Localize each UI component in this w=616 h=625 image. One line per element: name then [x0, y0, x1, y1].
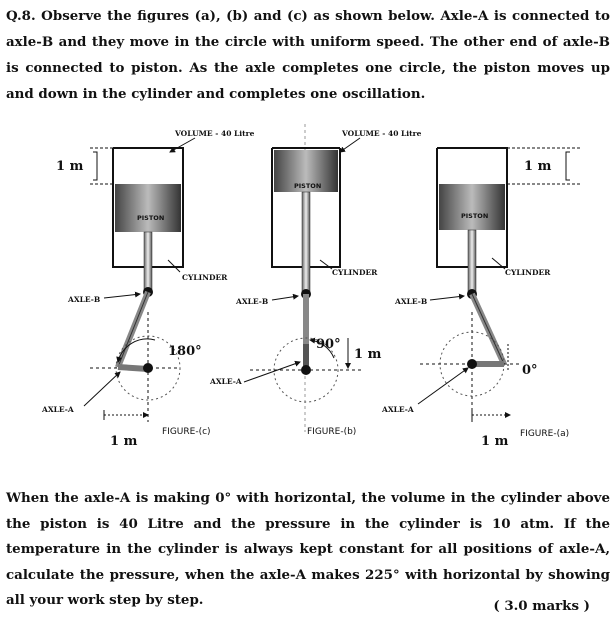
- cylinder-label-b: CYLINDER: [332, 268, 378, 277]
- piston-c: [115, 184, 181, 232]
- piston-label-c: PISTON: [137, 214, 164, 222]
- figure-c: VOLUME - 40 Litre PISTON 1 m CYLINDER AX…: [41, 129, 255, 449]
- axle-b-label-b: AXLE-B: [235, 297, 268, 306]
- question-text: Q.8. Observe the figures (a), (b) and (c…: [6, 8, 610, 102]
- figure-c-caption: FIGURE-(c): [162, 427, 211, 437]
- angle-a: 0°: [522, 363, 538, 378]
- piston-figures: VOLUME - 40 Litre PISTON 1 m CYLINDER AX…: [41, 124, 580, 449]
- figure-b: PISTON CYLINDER AXLE-B 90° 1 m AXLE-A FI…: [209, 124, 422, 437]
- body-text: When the axle-A is making 0° with horizo…: [6, 490, 610, 609]
- cylinder-label-a: CYLINDER: [505, 268, 551, 277]
- figure-a-caption: FIGURE-(a): [520, 429, 569, 439]
- angle-b: 90°: [316, 337, 341, 352]
- axle-b-label-c: AXLE-B: [67, 295, 100, 304]
- axle-a-label-b: AXLE-A: [209, 377, 242, 386]
- cylinder-label-c: CYLINDER: [182, 273, 228, 282]
- one-m-c-top: 1 m: [56, 159, 84, 174]
- piston-a: [439, 184, 505, 230]
- marks-label: ( 3.0 marks ): [493, 598, 590, 614]
- figure-b-caption: FIGURE-(b): [307, 427, 356, 437]
- figure-a: PISTON 1 m CYLINDER AXLE-B 0° AXLE-A 1 m…: [381, 147, 580, 449]
- one-m-a-bottom: 1 m: [481, 434, 509, 449]
- one-m-c-bottom: 1 m: [110, 434, 138, 449]
- piston-b: [274, 150, 338, 192]
- volume-label-c: VOLUME - 40 Litre: [174, 129, 255, 138]
- one-m-b: 1 m: [354, 347, 382, 362]
- piston-label-a: PISTON: [461, 212, 488, 220]
- angle-c: 180°: [168, 344, 202, 359]
- axle-b-label-a: AXLE-B: [394, 297, 427, 306]
- piston-label-b: PISTON: [294, 182, 321, 190]
- volume-label-b: VOLUME - 40 Litre: [341, 129, 422, 138]
- one-m-a-top: 1 m: [524, 159, 552, 174]
- axle-a-label-a: AXLE-A: [381, 405, 414, 414]
- axle-a-label-c: AXLE-A: [41, 405, 74, 414]
